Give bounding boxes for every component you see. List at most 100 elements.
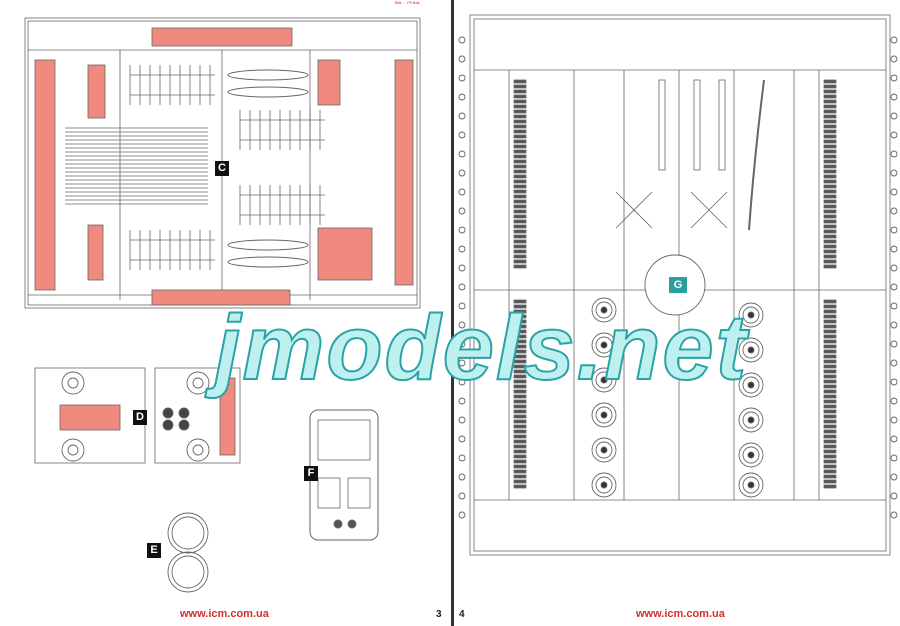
pin (458, 188, 466, 196)
track-link (513, 434, 527, 439)
track-link (823, 184, 837, 189)
track-link (823, 454, 837, 459)
track-link (823, 404, 837, 409)
track-link (513, 394, 527, 399)
wheel-hub (186, 371, 210, 395)
pin (890, 378, 898, 386)
header-note: Bits ... Pli Bak (395, 0, 420, 5)
track-link (823, 149, 837, 154)
track-link (823, 114, 837, 119)
road-wheel-hub (600, 341, 608, 349)
track-link (823, 119, 837, 124)
track-link (823, 219, 837, 224)
track-link (823, 154, 837, 159)
track-link (513, 424, 527, 429)
highlighted-part (87, 224, 104, 281)
track-link (823, 414, 837, 419)
track-link (823, 344, 837, 349)
pin (890, 55, 898, 63)
track-link (513, 409, 527, 414)
track-link (823, 89, 837, 94)
track-link (513, 484, 527, 489)
road-wheel (591, 437, 617, 463)
track-link (823, 239, 837, 244)
road-wheel (738, 337, 764, 363)
track-link (513, 319, 527, 324)
road-wheel (738, 472, 764, 498)
tire (167, 551, 209, 593)
rod-part (718, 79, 726, 171)
track-link (823, 174, 837, 179)
cross-part (615, 191, 653, 229)
track-link (823, 339, 837, 344)
pin (890, 169, 898, 177)
track-link (513, 304, 527, 309)
track-link (513, 154, 527, 159)
pin (458, 378, 466, 386)
track-link (513, 84, 527, 89)
track-link (513, 439, 527, 444)
track-link (823, 424, 837, 429)
track-link (513, 204, 527, 209)
track-link (513, 344, 527, 349)
page-number: 4 (459, 609, 465, 620)
track-link (513, 339, 527, 344)
track-link (513, 229, 527, 234)
track-link (823, 249, 837, 254)
track-link (823, 199, 837, 204)
sprue-label-c: C (215, 161, 229, 176)
track-link (513, 134, 527, 139)
sprue-label-g: G (669, 277, 687, 293)
exhaust-pipe (748, 79, 765, 231)
track-link (513, 79, 527, 84)
pin (890, 150, 898, 158)
track-link (513, 119, 527, 124)
track-link (823, 379, 837, 384)
wheel-hub (67, 377, 79, 389)
part (162, 407, 174, 419)
track-link (823, 139, 837, 144)
windscreen-part (317, 419, 371, 461)
road-wheel (742, 376, 760, 394)
track-link (513, 169, 527, 174)
track-link (823, 349, 837, 354)
pin (458, 226, 466, 234)
pin (458, 150, 466, 158)
road-wheel (738, 407, 764, 433)
highlighted-part (151, 27, 293, 47)
road-wheel-hub (600, 411, 608, 419)
pin (890, 511, 898, 519)
track-link (823, 234, 837, 239)
track-link (513, 354, 527, 359)
track-link (513, 209, 527, 214)
track-link (823, 134, 837, 139)
pin (458, 321, 466, 329)
pin (458, 302, 466, 310)
pin (458, 340, 466, 348)
pin (890, 283, 898, 291)
track-link (823, 359, 837, 364)
pin (458, 264, 466, 272)
page-4: www.icm.com.ua 4 (454, 0, 900, 626)
track-link (823, 389, 837, 394)
pin (890, 473, 898, 481)
road-wheel (742, 306, 760, 324)
page-number: 3 (436, 609, 442, 620)
track-link (513, 184, 527, 189)
track-link (823, 179, 837, 184)
track-link (823, 144, 837, 149)
track-link (823, 329, 837, 334)
track-link (513, 214, 527, 219)
pin (890, 112, 898, 120)
road-wheel-hub (600, 376, 608, 384)
track-link (513, 309, 527, 314)
watermark: jmodels.net (214, 297, 749, 399)
track-link (823, 214, 837, 219)
track-link (513, 429, 527, 434)
sprue-label-d: D (133, 410, 147, 425)
footer-url[interactable]: www.icm.com.ua (180, 608, 269, 620)
road-wheel (591, 472, 617, 498)
track-link (513, 349, 527, 354)
footer-url[interactable]: www.icm.com.ua (636, 608, 725, 620)
pin (458, 473, 466, 481)
